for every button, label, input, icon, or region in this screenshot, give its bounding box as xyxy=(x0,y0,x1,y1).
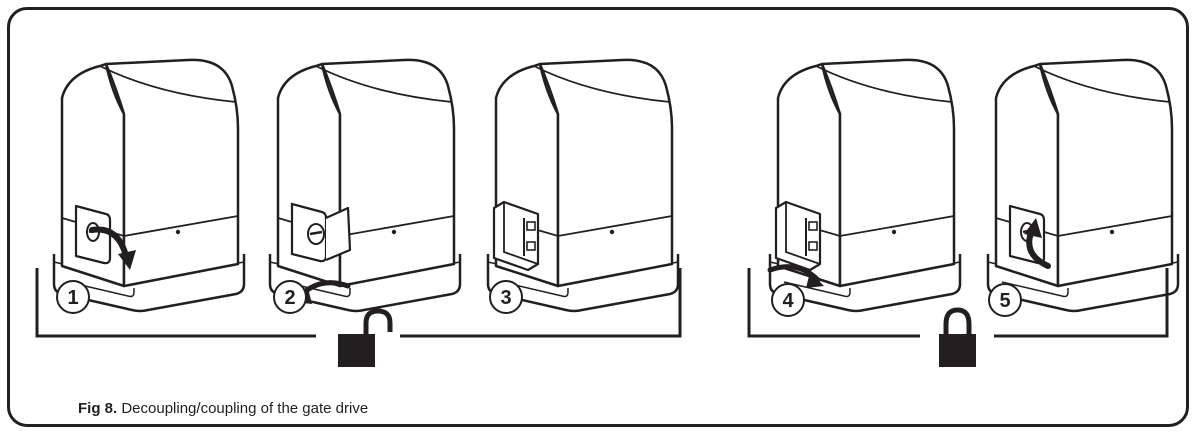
unlocked-padlock-icon xyxy=(338,308,393,367)
rotate-back-arrow-icon xyxy=(1024,218,1051,269)
step-badge-5: 5 xyxy=(988,283,1022,317)
svg-text:5: 5 xyxy=(999,290,1010,312)
motor-step-4 xyxy=(770,58,962,313)
locked-padlock-icon xyxy=(939,307,976,367)
motor-step-1 xyxy=(52,58,246,313)
step-badge-2: 2 xyxy=(273,280,307,314)
lever-closed xyxy=(74,204,112,265)
figure-frame xyxy=(7,7,1189,427)
figure-label: Fig 8. xyxy=(78,400,118,417)
step-badge-1: 1 xyxy=(56,280,90,314)
figure-caption-text: Decoupling/coupling of the gate drive xyxy=(121,400,369,417)
rotate-arrow-icon xyxy=(89,226,136,270)
bracket-unlock xyxy=(35,268,682,338)
svg-text:2: 2 xyxy=(284,287,295,309)
svg-text:1: 1 xyxy=(67,287,78,309)
motor-step-2 xyxy=(268,58,462,313)
motor-step-5 xyxy=(986,58,1180,313)
svg-text:3: 3 xyxy=(500,287,511,309)
svg-text:4: 4 xyxy=(782,290,794,312)
lever-open xyxy=(492,200,540,272)
step-badge-4: 4 xyxy=(771,283,805,317)
step-badge-3: 3 xyxy=(489,280,523,314)
bracket-lock xyxy=(747,268,1169,338)
lever-open xyxy=(774,200,822,272)
figure-caption: Fig 8. Decoupling/coupling of the gate d… xyxy=(78,400,368,417)
lever-half-open xyxy=(290,202,352,263)
motor-step-3 xyxy=(486,58,680,313)
